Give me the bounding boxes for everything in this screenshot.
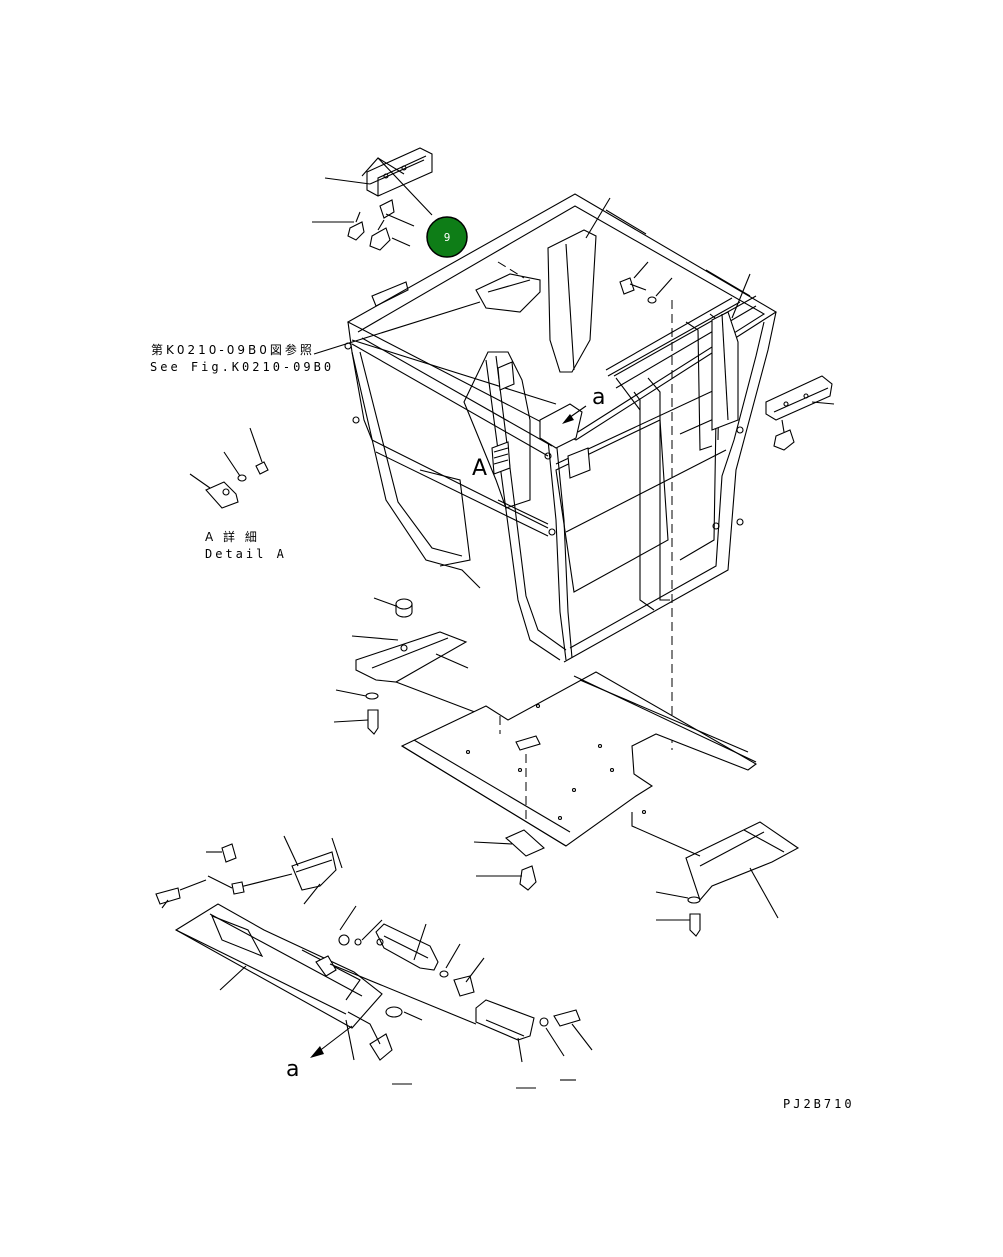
lower-step-assembly — [155, 835, 593, 1089]
right-floor-bracket — [631, 812, 800, 937]
detail-a-fastener — [189, 427, 269, 509]
top-bracket-assembly: 9 — [312, 147, 468, 258]
drawing-code: PJ2B710 — [783, 1097, 855, 1111]
arrow-a-label-lower: a — [286, 1057, 299, 1082]
reference-label-en: See Fig.K0210-09B0 — [150, 360, 334, 374]
arrow-a-label-upper: a — [592, 385, 605, 410]
view-a-label: A — [472, 456, 487, 481]
reference-label-jp: 第K0210-09B0図参照 — [151, 342, 315, 357]
detail-a-label-en: Detail A — [205, 547, 287, 561]
upper-right-fasteners — [497, 197, 835, 750]
floor-plate — [400, 671, 757, 847]
cab-frame — [344, 193, 778, 663]
floor-clip — [473, 829, 545, 891]
left-floor-mount — [333, 597, 481, 735]
callout-number: 9 — [444, 231, 451, 244]
detail-a-label-jp: A 詳 細 — [205, 529, 260, 544]
callout-badge[interactable] — [426, 216, 468, 258]
